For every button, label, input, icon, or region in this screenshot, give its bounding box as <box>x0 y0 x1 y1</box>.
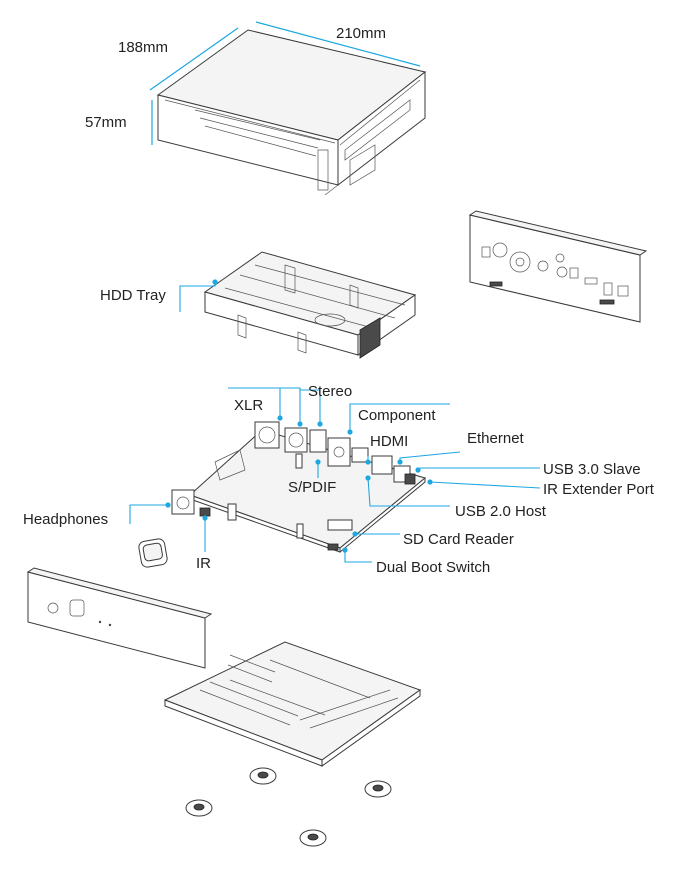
rear-connectors <box>254 421 416 485</box>
leader-usb2-dot <box>365 475 371 481</box>
leader-xlr-dot <box>277 415 283 421</box>
dimension-lines <box>149 21 421 145</box>
label-usb3-slave: USB 3.0 Slave <box>543 461 641 478</box>
label-xlr: XLR <box>234 397 263 414</box>
leader-hdmi-dot <box>365 459 371 465</box>
rubber-feet <box>185 767 392 847</box>
leader-headphones-dot <box>165 502 171 508</box>
label-ethernet: Ethernet <box>467 430 525 447</box>
leader-ir-dot <box>202 515 208 521</box>
label-sd-card: SD Card Reader <box>403 531 514 548</box>
label-stereo: Stereo <box>308 383 352 400</box>
leader-component-dot <box>347 429 353 435</box>
leader-stereo-2-dot <box>317 421 323 427</box>
leader-sd-card-dot <box>352 531 358 537</box>
leader-stereo-dot <box>297 421 303 427</box>
dim-line-width <box>255 21 421 67</box>
foot-1 <box>249 767 277 785</box>
dim-height: 57mm <box>85 114 127 131</box>
leader-component <box>349 403 450 432</box>
label-dual-boot: Dual Boot Switch <box>376 559 490 576</box>
label-ir-extender: IR Extender Port <box>543 481 655 498</box>
dim-width: 210mm <box>336 25 386 42</box>
callout-leaders <box>129 279 541 563</box>
label-hdmi: HDMI <box>370 433 408 450</box>
rear-panel <box>468 210 648 323</box>
leader-usb3-dot <box>415 467 421 473</box>
dim-depth: 188mm <box>118 39 168 56</box>
leader-ethernet-dot <box>397 459 403 465</box>
hdd-tray <box>203 251 417 359</box>
leader-spdif-dot <box>315 459 321 465</box>
dim-line-depth <box>149 27 239 91</box>
leader-ethernet <box>399 451 461 462</box>
front-panel <box>26 567 213 669</box>
bottom-plate <box>163 641 422 767</box>
leader-stereo-2 <box>299 388 321 424</box>
foot-2 <box>364 780 392 798</box>
foot-4 <box>299 829 327 847</box>
label-ir: IR <box>196 555 211 572</box>
volume-knob <box>138 538 168 568</box>
label-headphones: Headphones <box>23 511 108 528</box>
label-component: Component <box>358 407 436 424</box>
label-spdif: S/PDIF <box>288 479 336 496</box>
foot-3 <box>185 799 213 817</box>
label-hdd-tray: HDD Tray <box>100 287 166 304</box>
leader-ir-ext <box>429 481 541 489</box>
leader-headphones <box>129 504 168 524</box>
chassis-cover <box>156 29 427 196</box>
leader-dual-boot <box>344 550 372 563</box>
leader-usb2 <box>367 477 450 507</box>
leader-stereo <box>280 387 301 424</box>
leader-usb3 <box>417 467 540 471</box>
leader-dual-boot-dot <box>342 547 348 553</box>
leader-hdd-tray-dot <box>212 279 218 285</box>
label-usb2-host: USB 2.0 Host <box>455 503 547 520</box>
front-connectors <box>171 449 353 551</box>
leader-ir-ext-dot <box>427 479 433 485</box>
